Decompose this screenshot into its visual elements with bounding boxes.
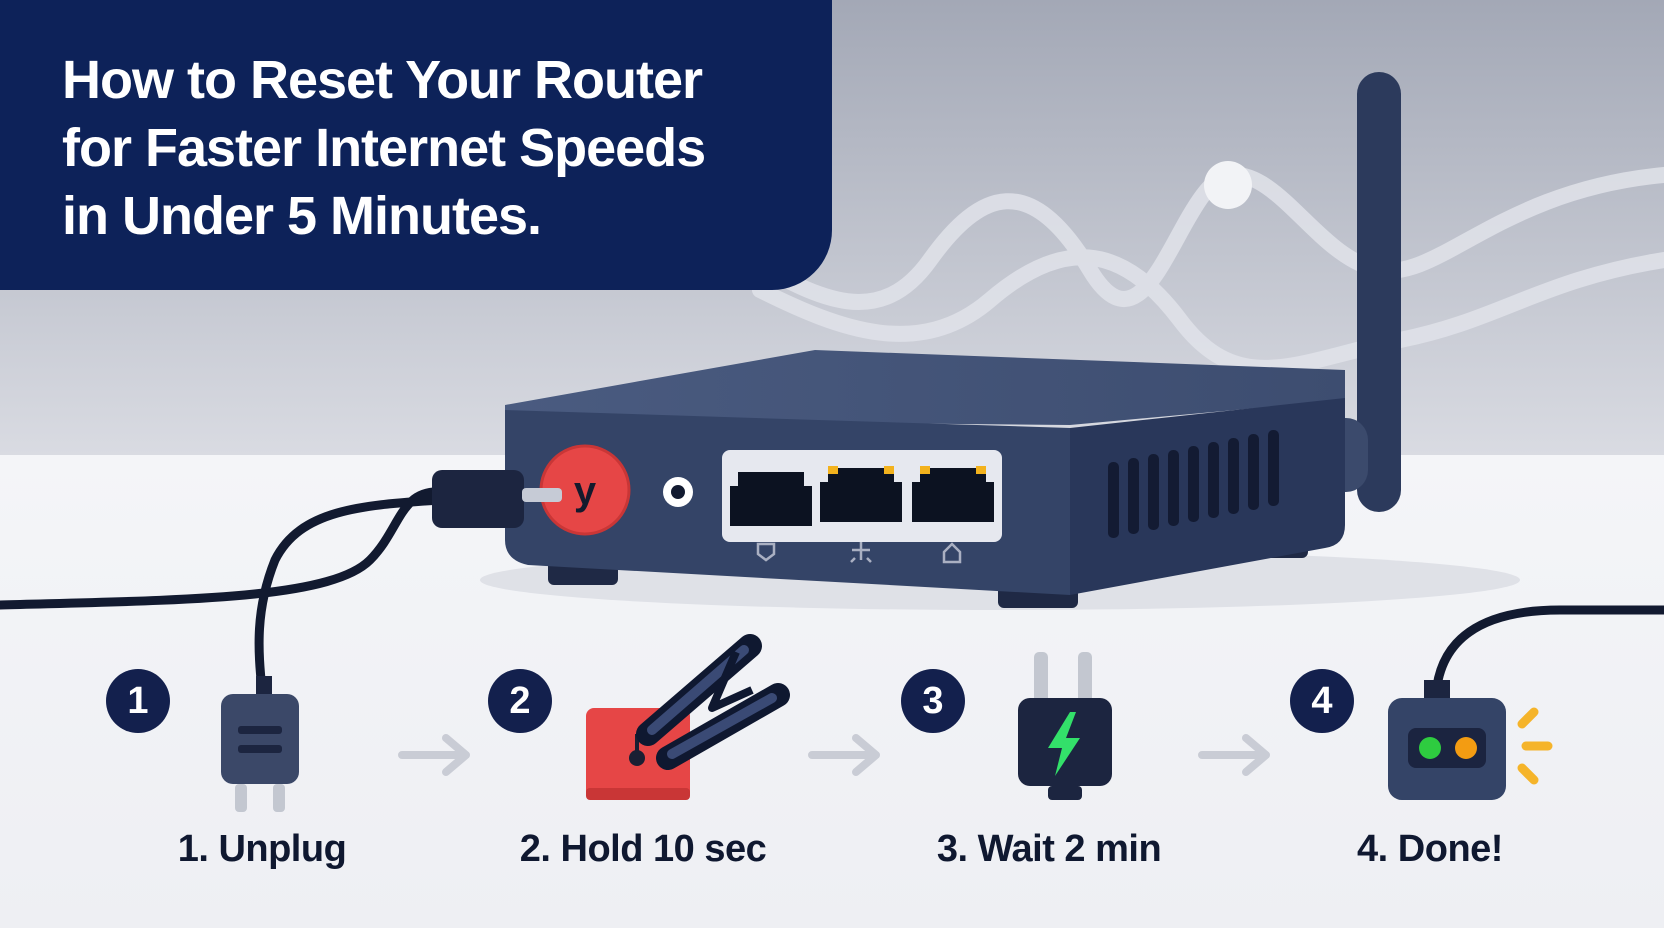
port-labels <box>756 542 962 564</box>
reset-button <box>541 446 629 534</box>
reset-button-glyph: y <box>574 469 597 513</box>
step-number-badge: 2 <box>488 669 552 733</box>
charging-plug-icon <box>1018 652 1112 800</box>
green-light <box>1419 737 1441 759</box>
signal-dot <box>1204 161 1252 209</box>
wifi-signal-waves <box>742 166 1664 376</box>
reset-button-press-icon <box>586 634 790 800</box>
step-label: 1. Unplug <box>177 828 347 870</box>
step-label: 3. Wait 2 min <box>936 828 1162 870</box>
arrow-icon <box>808 734 880 776</box>
arrow-icon <box>1198 734 1270 776</box>
step-label: 4. Done! <box>1357 828 1503 870</box>
headline-line: in Under 5 Minutes. <box>62 186 542 246</box>
cable-plug-in-router <box>432 470 562 528</box>
ethernet-ports <box>730 468 994 526</box>
port-indicators <box>828 466 986 474</box>
arrow-icon <box>398 734 470 776</box>
router-top <box>505 350 1345 425</box>
step-number-badge: 4 <box>1290 669 1354 733</box>
step-number-badge: 1 <box>106 669 170 733</box>
step-label: 2. Hold 10 sec <box>519 828 767 870</box>
power-plug-icon <box>221 676 299 812</box>
power-cable <box>0 487 445 695</box>
router <box>505 350 1345 608</box>
step-number-badge: 3 <box>901 669 965 733</box>
headline-banner: How to Reset Your Router for Faster Inte… <box>0 0 832 290</box>
orange-light <box>1455 737 1477 759</box>
headline-line: for Faster Internet Speeds <box>62 118 706 178</box>
vent-slots <box>1108 430 1279 538</box>
headline-line: How to Reset Your Router <box>62 50 703 110</box>
router-lights-on-icon <box>1388 605 1664 800</box>
